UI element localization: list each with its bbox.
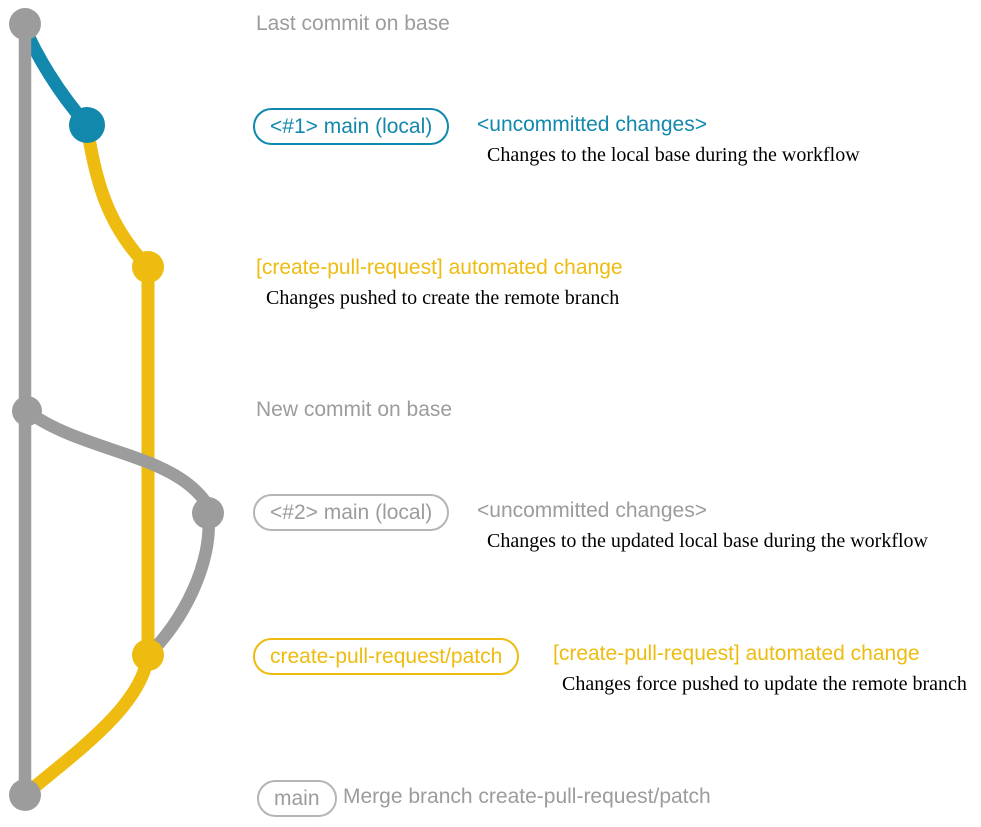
branch-line-patch-1 xyxy=(80,120,155,662)
label-last-commit-on-base: Last commit on base xyxy=(256,12,450,35)
commit-dot-main-local-1 xyxy=(69,107,105,143)
desc-pushed-to-create-branch: Changes pushed to create the remote bran… xyxy=(266,287,620,309)
label-new-commit-on-base: New commit on base xyxy=(256,398,453,421)
git-graph xyxy=(9,8,224,811)
commit-dot-patch-2 xyxy=(132,639,164,671)
branch-badge-main: main xyxy=(257,780,337,817)
commit-dot-main-local-2 xyxy=(192,497,224,529)
note-uncommitted-changes-2: <uncommitted changes> xyxy=(477,499,707,522)
note-uncommitted-changes-1: <uncommitted changes> xyxy=(477,113,707,136)
branch-line-main-local-2-a xyxy=(20,404,215,520)
label-automated-change-1: [create-pull-request] automated change xyxy=(256,256,623,279)
branch-line-patch-merge xyxy=(19,648,155,801)
branch-badge-main-local-2: <#2> main (local) xyxy=(253,494,450,531)
branch-line-main-local-2-b xyxy=(141,506,215,662)
branch-badge-main-local-1: <#1> main (local) xyxy=(253,108,450,145)
label-merge-branch: Merge branch create-pull-request/patch xyxy=(343,785,711,808)
desc-local-base-changes-1: Changes to the local base during the wor… xyxy=(487,144,860,166)
branch-badge-patch: create-pull-request/patch xyxy=(253,638,520,675)
commit-dot-base-tip xyxy=(9,8,41,40)
desc-force-pushed-update-branch: Changes force pushed to update the remot… xyxy=(562,673,967,695)
label-automated-change-2: [create-pull-request] automated change xyxy=(553,642,920,665)
commit-dot-base-new-commit xyxy=(12,396,42,426)
commit-dot-merge xyxy=(9,779,41,811)
commit-dot-patch-1 xyxy=(132,251,164,283)
desc-updated-local-base-changes: Changes to the updated local base during… xyxy=(487,530,928,552)
